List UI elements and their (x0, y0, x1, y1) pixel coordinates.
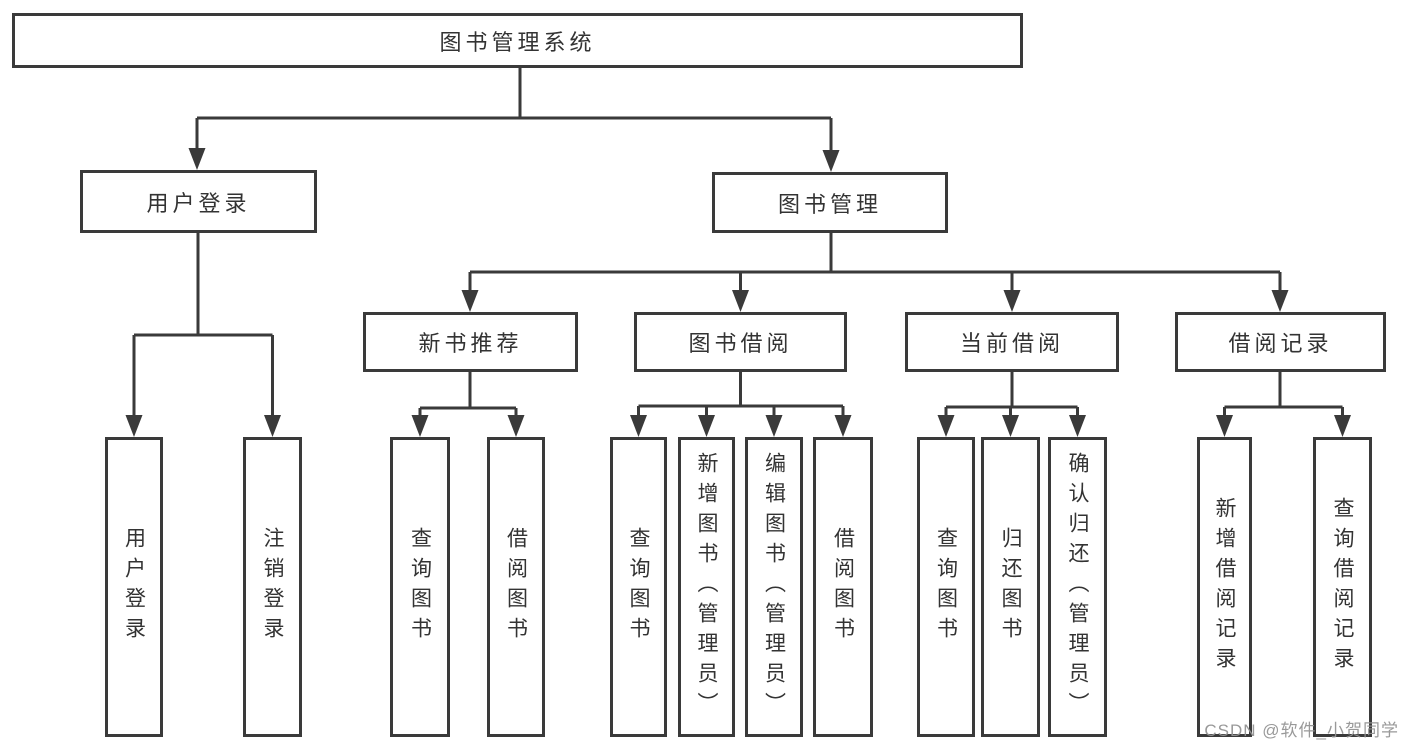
leaf-confirm-return-admin: 确认归还（管理员） (1048, 437, 1107, 737)
leaf-label: 查询图书 (408, 527, 432, 647)
leaf-label: 查询图书 (934, 527, 958, 647)
leaf-edit-books-admin: 编辑图书（管理员） (745, 437, 803, 737)
node-label: 图书管理系统 (439, 29, 596, 55)
csdn-watermark: CSDN @软件_小贺同学 (1204, 721, 1399, 740)
leaf-label: 借阅图书 (504, 527, 528, 647)
node-label: 用户登录 (146, 190, 251, 216)
node-label: 图书借阅 (688, 331, 793, 356)
leaf-query-books-borrowing: 查询图书 (610, 437, 667, 737)
node-label: 图书管理 (777, 191, 882, 217)
tree-edges (132, 68, 1344, 421)
leaf-label: 查询借阅记录 (1331, 497, 1354, 677)
node-label: 新书推荐 (418, 331, 523, 356)
node-label: 借阅记录 (1228, 331, 1333, 356)
leaf-label: 新增借阅记录 (1213, 497, 1236, 677)
leaf-label: 用户登录 (122, 527, 146, 647)
leaf-label: 借阅图书 (831, 527, 855, 647)
node-current-borrowing: 当前借阅 (905, 312, 1119, 372)
leaf-borrow-books: 借阅图书 (813, 437, 873, 737)
leaf-label: 注销登录 (261, 527, 284, 647)
leaf-label: 新增图书（管理员） (695, 452, 718, 722)
leaf-add-books-admin: 新增图书（管理员） (678, 437, 735, 737)
node-book-borrowing: 图书借阅 (634, 312, 847, 372)
leaf-label: 编辑图书（管理员） (762, 452, 786, 722)
node-book-management-branch: 图书管理 (712, 172, 948, 233)
leaf-return-books: 归还图书 (981, 437, 1040, 737)
node-user-login-branch: 用户登录 (80, 170, 317, 233)
leaf-label: 查询图书 (627, 527, 650, 647)
node-new-book-recommend: 新书推荐 (363, 312, 578, 372)
node-label: 当前借阅 (959, 331, 1064, 356)
leaf-label: 归还图书 (999, 527, 1022, 647)
leaf-query-books-current: 查询图书 (917, 437, 975, 737)
leaf-label: 确认归还（管理员） (1066, 452, 1089, 722)
leaf-borrow-books-recommend: 借阅图书 (487, 437, 545, 737)
leaf-query-books-recommend: 查询图书 (390, 437, 450, 737)
leaf-add-borrow-record: 新增借阅记录 (1197, 437, 1252, 737)
leaf-query-borrow-record: 查询借阅记录 (1313, 437, 1372, 737)
node-borrowing-records: 借阅记录 (1175, 312, 1386, 372)
leaf-user-login: 用户登录 (105, 437, 163, 737)
arrowhead-icons (125, 148, 1351, 437)
leaf-logout: 注销登录 (243, 437, 302, 737)
node-library-management-system: 图书管理系统 (12, 13, 1023, 68)
